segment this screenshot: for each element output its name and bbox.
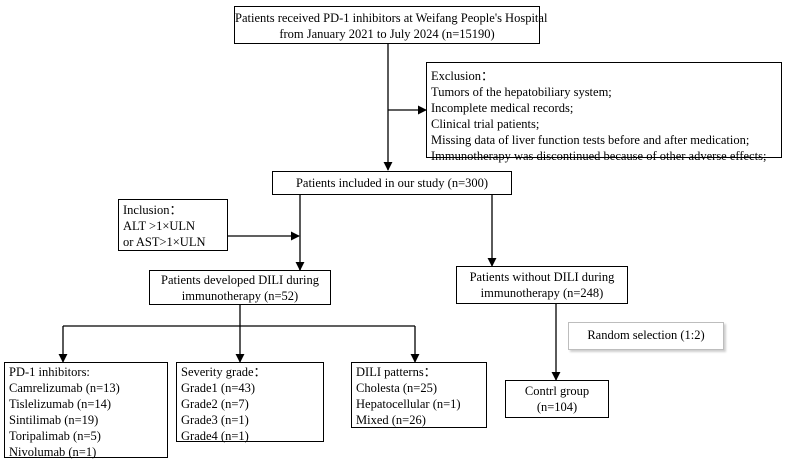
exclusion-item: Immunotherapy was discontinued because o… <box>431 149 767 163</box>
severity-grade-box: Severity grade： Grade1 (n=43) Grade2 (n=… <box>176 362 324 443</box>
severity-item: Grade1 (n=43) <box>181 381 256 395</box>
exclusion-item: Tumors of the hepatobiliary system; <box>431 85 612 99</box>
developed-line-2: immunotherapy (n=52) <box>181 289 299 303</box>
pd1-item: Sintilimab (n=19) <box>9 413 99 427</box>
patterns-item: Hepatocellular (n=1) <box>356 397 461 411</box>
exclusion-title: Exclusion： <box>431 69 494 83</box>
control-line-2: (n=104) <box>536 400 578 414</box>
pd1-item: Tislelizumab (n=14) <box>9 397 112 411</box>
exclusion-item: Clinical trial patients; <box>431 117 540 131</box>
received-line-2: from January 2021 to July 2024 (n=15190) <box>279 27 495 41</box>
inclusion-title: Inclusion： <box>123 203 183 217</box>
inclusion-item: ALT >1×ULN <box>123 219 196 233</box>
included-box: Patients included in our study (n=300) <box>272 171 512 195</box>
received-line-1: Patients received PD-1 inhibitors at Wei… <box>235 11 548 25</box>
inclusion-box: Inclusion： ALT >1×ULN or AST>1×ULN <box>118 199 228 251</box>
without-line-1: Patients without DILI during <box>469 270 615 284</box>
included-line: Patients included in our study (n=300) <box>295 176 489 190</box>
patterns-item: Mixed (n=26) <box>356 413 426 427</box>
exclusion-item: Missing data of liver function tests bef… <box>431 133 750 147</box>
control-line-1: Contrl group <box>524 384 590 398</box>
severity-item: Grade3 (n=1) <box>181 413 249 427</box>
patterns-item: Cholesta (n=25) <box>356 381 437 395</box>
developed-line-1: Patients developed DILI during <box>161 273 319 287</box>
severity-item: Grade2 (n=7) <box>181 397 249 411</box>
patients-received-box: Patients received PD-1 inhibitors at Wei… <box>234 6 548 44</box>
pd1-item: Toripalimab (n=5) <box>9 429 101 443</box>
exclusion-box: Exclusion： Tumors of the hepatobiliary s… <box>426 62 782 163</box>
without-line-2: immunotherapy (n=248) <box>480 286 604 300</box>
patterns-title: DILI patterns： <box>356 365 437 379</box>
dili-patterns-box: DILI patterns： Cholesta (n=25) Hepatocel… <box>351 362 487 428</box>
exclusion-item: Incomplete medical records; <box>431 101 574 115</box>
inclusion-item: or AST>1×ULN <box>123 235 206 249</box>
pd1-title: PD-1 inhibitors: <box>9 365 90 379</box>
pd1-inhibitors-box: PD-1 inhibitors: Camrelizumab (n=13) Tis… <box>4 362 168 459</box>
random-selection-label: Random selection (1:2) <box>587 328 705 342</box>
without-dili-box: Patients without DILI during immunothera… <box>456 266 628 304</box>
control-group-box: Contrl group (n=104) <box>505 380 609 418</box>
pd1-item: Camrelizumab (n=13) <box>9 381 120 395</box>
random-selection-box: Random selection (1:2) <box>568 322 724 350</box>
pd1-item: Nivolumab (n=1) <box>9 445 97 459</box>
developed-dili-box: Patients developed DILI during immunothe… <box>149 270 331 305</box>
severity-item: Grade4 (n=1) <box>181 429 249 443</box>
severity-title: Severity grade： <box>181 365 267 379</box>
